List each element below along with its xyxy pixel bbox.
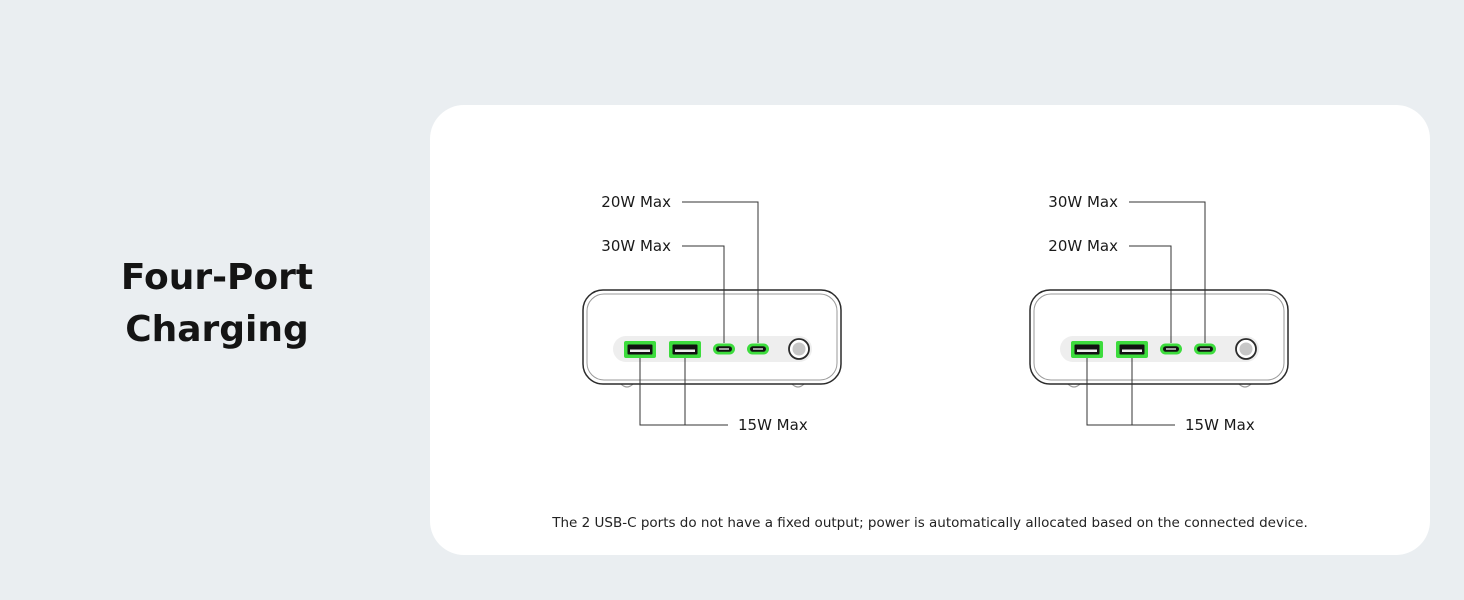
callout-line-inner <box>682 245 725 343</box>
usb-c-port-icon <box>713 343 735 355</box>
label-top-outer: 30W Max <box>1048 193 1118 211</box>
label-bottom: 15W Max <box>738 416 808 434</box>
headline-line-2: Charging <box>125 309 309 350</box>
power-button-icon <box>788 338 810 360</box>
power-bank-body-inner <box>586 293 838 381</box>
label-top-inner: 20W Max <box>1048 237 1118 255</box>
port-panel <box>1060 336 1259 362</box>
usb-a-port-icon <box>1071 341 1103 358</box>
diagram-card: 20W Max 30W Max 15W Max <box>430 105 1430 555</box>
callout-line-inner <box>1129 245 1172 343</box>
callout-line-bottom <box>639 358 728 426</box>
usb-c-port-icon <box>1160 343 1182 355</box>
usb-a-port-icon <box>669 341 701 358</box>
headline: Four-Port Charging <box>70 252 364 356</box>
usb-a-port-icon <box>624 341 656 358</box>
power-bank-body-inner <box>1033 293 1285 381</box>
power-bank-illustration <box>582 201 842 426</box>
power-bank-illustration <box>1029 201 1289 426</box>
callout-line-outer <box>1129 201 1206 343</box>
callout-line-bottom <box>1086 358 1175 426</box>
port-panel <box>613 336 812 362</box>
power-button-icon <box>1235 338 1257 360</box>
label-bottom: 15W Max <box>1185 416 1255 434</box>
headline-line-1: Four-Port <box>120 257 314 298</box>
power-bank-diagram-right: 30W Max 20W Max 15W Max <box>877 105 1377 505</box>
footnote: The 2 USB-C ports do not have a fixed ou… <box>552 515 1308 531</box>
label-top-outer: 20W Max <box>601 193 671 211</box>
usb-c-port-icon <box>747 343 769 355</box>
power-bank-diagram-left: 20W Max 30W Max 15W Max <box>430 105 930 505</box>
callout-line-outer <box>682 201 759 343</box>
label-top-inner: 30W Max <box>601 237 671 255</box>
usb-c-port-icon <box>1194 343 1216 355</box>
usb-a-port-icon <box>1116 341 1148 358</box>
